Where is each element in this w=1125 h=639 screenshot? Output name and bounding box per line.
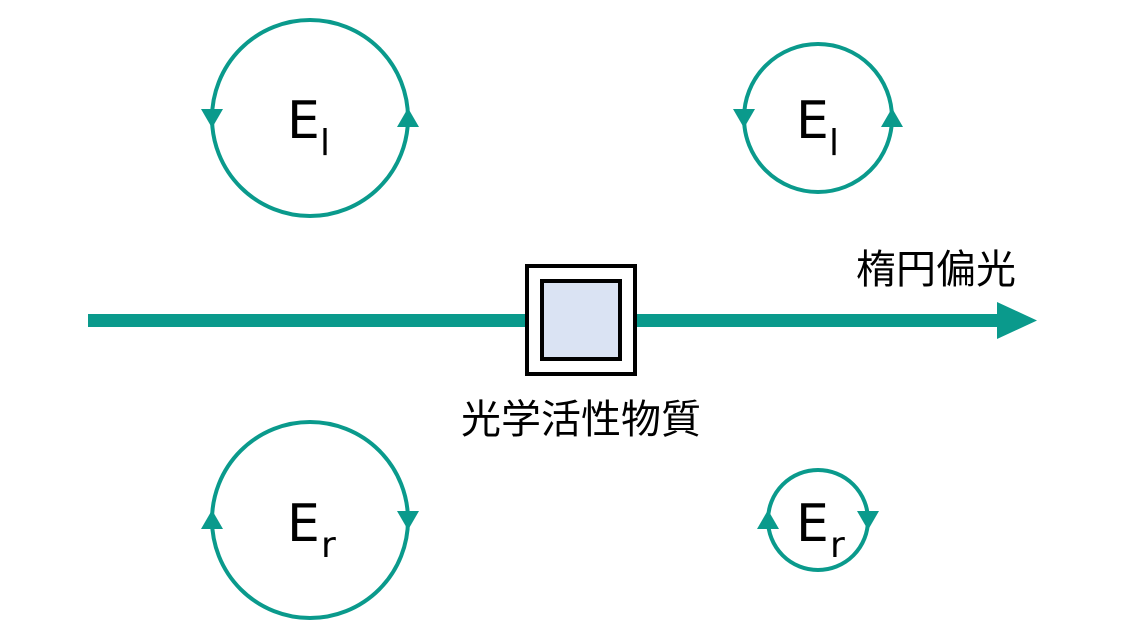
arrow-down-icon xyxy=(857,511,879,530)
field-symbol: E xyxy=(796,494,829,554)
field-subscript: r xyxy=(830,525,845,566)
sample-inner-block xyxy=(540,279,622,361)
output-left-circular-field: E l xyxy=(733,42,903,194)
field-symbol: E xyxy=(796,91,829,151)
arrow-down-icon xyxy=(201,109,223,128)
field-subscript: l xyxy=(320,123,330,164)
input-right-circular-field: E r xyxy=(201,420,419,620)
field-subscript: l xyxy=(829,123,839,164)
output-label: 楕円偏光 xyxy=(856,247,1016,293)
output-right-circular-field: E r xyxy=(757,468,879,572)
field-subscript: r xyxy=(321,525,336,566)
field-symbol: E xyxy=(287,494,320,554)
material-label: 光学活性物質 xyxy=(461,397,701,443)
arrow-up-icon xyxy=(201,510,223,529)
arrow-up-icon xyxy=(881,108,903,127)
input-left-circular-field: E l xyxy=(201,18,419,218)
optically-active-sample xyxy=(525,264,637,376)
arrow-down-icon xyxy=(733,109,755,128)
arrow-up-icon xyxy=(757,510,779,529)
beam-arrowhead-icon xyxy=(997,302,1037,339)
field-symbol: E xyxy=(287,91,320,151)
arrow-down-icon xyxy=(397,511,419,530)
arrow-up-icon xyxy=(397,108,419,127)
